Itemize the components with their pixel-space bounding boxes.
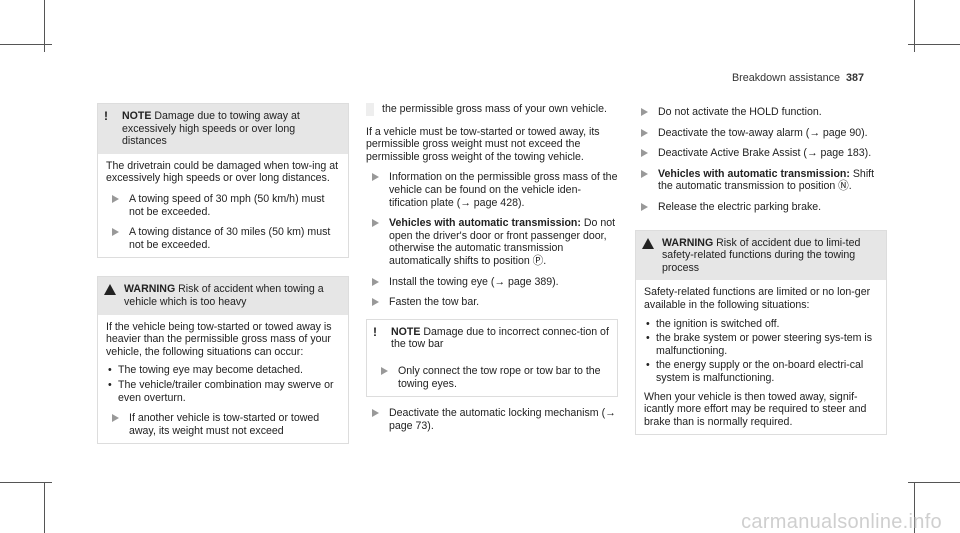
intro-paragraph: If a vehicle must be tow-started or towe… [366,125,600,163]
step-lead: Vehicles with automatic transmission: [389,217,581,230]
list-item: The towing eye may become detached. [106,364,340,377]
warning-triangle-icon [104,284,116,296]
arrow-icon [372,409,379,418]
arrow-icon [641,108,648,116]
arrow-icon [372,298,379,307]
crop-mark [0,482,52,483]
warning-body: If the vehicle being tow-started or towe… [98,315,348,444]
continued-text: the permissible gross mass of your own v… [366,103,618,116]
instruction-step: Deactivate Active Brake Assist (→ page 1… [641,147,887,160]
note-body: Only connect the tow rope or tow bar to … [367,357,617,396]
warning-box: WARNING Risk of accident due to limi-ted… [635,229,887,436]
crop-mark [44,482,45,533]
instruction-step: Release the electric parking brake. [641,201,887,214]
arrow-icon [372,277,379,286]
instruction-step: Deactivate the tow-away alarm (→ page 90… [641,127,887,140]
section-title: Breakdown assistance [731,72,840,84]
note-body: The drivetrain could be damaged when tow… [98,154,348,258]
crop-mark [908,482,960,483]
arrow-icon [372,173,379,182]
note-label: NOTE [122,110,152,122]
column-3: Do not activate the HOLD function. Deact… [635,98,887,436]
list-item: The vehicle/trailer combination may swer… [106,379,340,404]
warning-header: WARNING Risk of accident due to limi-ted… [636,230,886,281]
arrow-icon [112,414,119,423]
crop-mark [908,44,960,45]
note-header: ! NOTE Damage due to towing away at exce… [98,104,348,154]
column-2: the permissible gross mass of your own v… [366,103,618,432]
warning-text: Safety-related functions are limited or … [644,286,871,311]
step-lead: Vehicles with automatic transmission: [658,167,850,180]
instruction-step: Install the towing eye (→ page 389). [372,276,618,289]
arrow-icon [641,169,648,178]
note-box: ! NOTE Damage due to incorrect connec-ti… [366,318,618,398]
warning-header: WARNING Risk of accident when towing a v… [98,277,348,315]
instruction-step: Fasten the tow bar. [372,296,618,309]
instruction-step: Only connect the tow rope or tow bar to … [381,365,609,390]
list-item: the brake system or power steering sys-t… [644,332,878,357]
note-label: NOTE [391,325,421,338]
instruction-step: Vehicles with automatic transmission: Do… [372,217,618,267]
page-number: 387 [845,72,864,84]
exclamation-icon: ! [373,324,377,339]
instruction-step: Information on the permissible gross mas… [372,171,618,209]
exclamation-icon: ! [104,109,108,123]
list-item: the energy supply or the on-board electr… [644,359,878,384]
crop-mark [0,44,52,45]
warning-label: WARNING [662,236,714,249]
arrow-icon [381,366,388,375]
crop-mark [914,0,915,52]
instruction-step: Deactivate the automatic locking mechani… [372,407,618,432]
warning-list: the ignition is switched off. the brake … [644,318,878,385]
warning-list: The towing eye may become detached. The … [106,364,340,404]
crop-mark [44,0,45,52]
note-text: The drivetrain could be damaged when tow… [106,159,339,185]
warning-box: WARNING Risk of accident when towing a v… [97,276,349,445]
arrow-icon [372,219,379,228]
warning-triangle-icon [642,237,654,249]
instruction-step: If another vehicle is tow-started or tow… [112,412,340,437]
note-title: Damage due to towing away at excessively… [122,110,300,148]
warning-label: WARNING [124,283,176,296]
page-header: Breakdown assistance 387 [732,72,864,85]
arrow-icon [112,228,119,237]
instruction-step: Vehicles with automatic transmission: Sh… [641,168,887,193]
arrow-icon [641,149,648,158]
note-header: ! NOTE Damage due to incorrect connec-ti… [367,319,617,357]
warning-text: If the vehicle being tow-started or towe… [106,320,332,358]
instruction-step: A towing distance of 30 miles (50 km) mu… [112,226,340,251]
watermark: carmanualsonline.info [741,511,942,533]
list-item: the ignition is switched off. [644,318,878,331]
step-text: Shift the automatic transmission to posi… [658,167,875,193]
arrow-icon [641,128,648,137]
note-box: ! NOTE Damage due to towing away at exce… [97,103,349,259]
step-text: Do not open the driver's door or front p… [389,217,616,267]
warning-footer: When your vehicle is then towed away, si… [644,390,867,428]
arrow-icon [112,194,119,203]
warning-title: Risk of accident when towing a vehicle w… [124,283,324,308]
warning-body: Safety-related functions are limited or … [636,280,886,434]
crop-mark [914,482,915,533]
instruction-step: A towing speed of 30 mph (50 km/h) must … [112,193,340,218]
warning-title: Risk of accident due to limi-ted safety-… [662,236,861,274]
instruction-step: Do not activate the HOLD function. [641,106,887,119]
column-1: ! NOTE Damage due to towing away at exce… [97,103,349,445]
note-title: Damage due to incorrect connec-tion of t… [391,325,609,351]
arrow-icon [641,202,648,211]
